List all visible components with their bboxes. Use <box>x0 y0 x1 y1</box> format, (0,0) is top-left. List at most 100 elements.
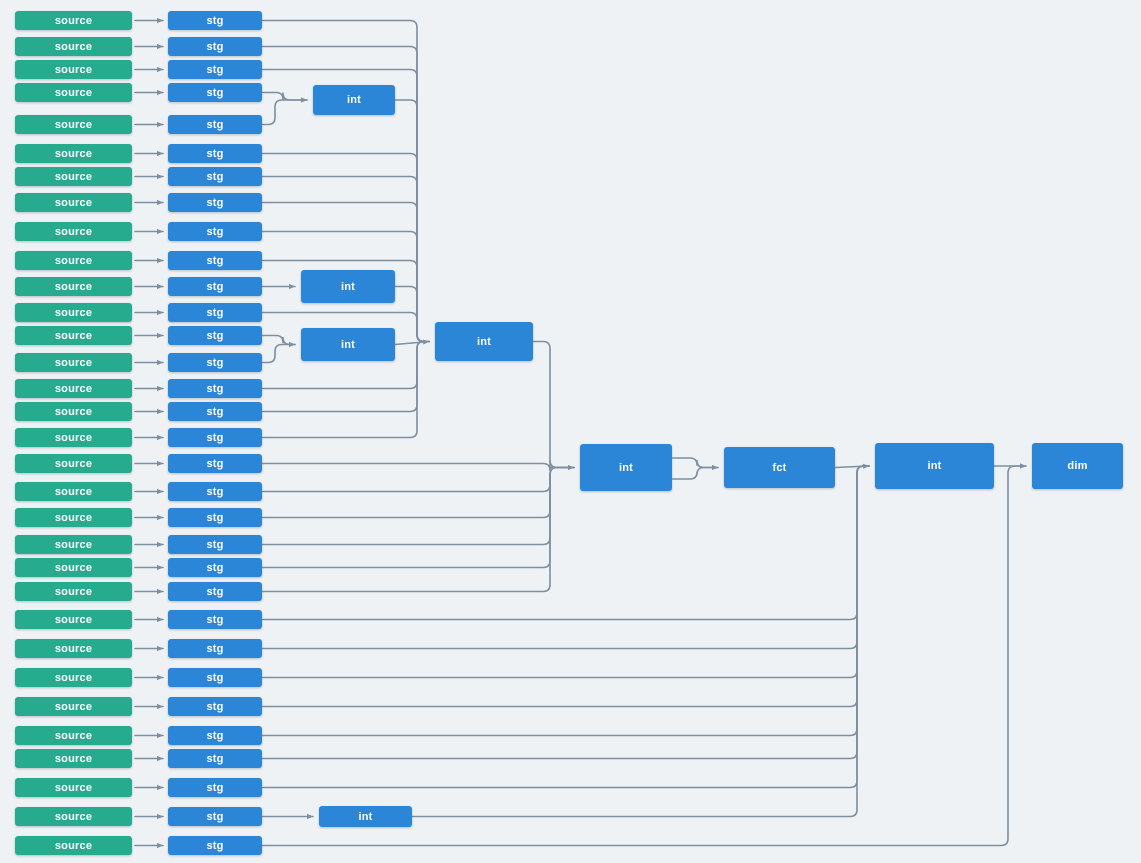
source-node[interactable]: source <box>15 428 132 447</box>
stg-node[interactable]: stg <box>168 303 262 322</box>
source-node[interactable]: source <box>15 277 132 296</box>
source-node[interactable]: source <box>15 11 132 30</box>
stg-node[interactable]: stg <box>168 749 262 768</box>
fct-node[interactable]: fct <box>724 447 835 488</box>
source-node[interactable]: source <box>15 303 132 322</box>
source-node[interactable]: source <box>15 668 132 687</box>
node-label: source <box>54 457 93 470</box>
source-node[interactable]: source <box>15 454 132 473</box>
stg-node[interactable]: stg <box>168 326 262 345</box>
node-label: stg <box>206 729 224 742</box>
dim-node[interactable]: dim <box>1032 443 1123 489</box>
stg-node[interactable]: stg <box>168 60 262 79</box>
stg-node[interactable]: stg <box>168 668 262 687</box>
node-label: stg <box>206 752 224 765</box>
int-node[interactable]: int <box>301 328 395 361</box>
node-label: stg <box>206 170 224 183</box>
source-node[interactable]: source <box>15 144 132 163</box>
source-node[interactable]: source <box>15 610 132 629</box>
stg-node[interactable]: stg <box>168 639 262 658</box>
node-label: stg <box>206 14 224 27</box>
node-label: source <box>54 561 93 574</box>
int-node[interactable]: int <box>580 444 672 491</box>
node-label: source <box>54 306 93 319</box>
node-label: source <box>54 671 93 684</box>
stg-node[interactable]: stg <box>168 353 262 372</box>
source-node[interactable]: source <box>15 558 132 577</box>
node-label: stg <box>206 40 224 53</box>
node-label: stg <box>206 306 224 319</box>
source-node[interactable]: source <box>15 379 132 398</box>
node-label: stg <box>206 642 224 655</box>
source-node[interactable]: source <box>15 482 132 501</box>
source-node[interactable]: source <box>15 222 132 241</box>
node-label: stg <box>206 118 224 131</box>
node-label: source <box>54 147 93 160</box>
stg-node[interactable]: stg <box>168 379 262 398</box>
node-label: int <box>340 280 356 293</box>
node-label: stg <box>206 839 224 852</box>
source-node[interactable]: source <box>15 508 132 527</box>
stg-node[interactable]: stg <box>168 428 262 447</box>
source-node[interactable]: source <box>15 582 132 601</box>
source-node[interactable]: source <box>15 353 132 372</box>
stg-node[interactable]: stg <box>168 558 262 577</box>
stg-node[interactable]: stg <box>168 83 262 102</box>
stg-node[interactable]: stg <box>168 535 262 554</box>
int-node[interactable]: int <box>435 322 533 361</box>
stg-node[interactable]: stg <box>168 482 262 501</box>
node-label: stg <box>206 585 224 598</box>
source-node[interactable]: source <box>15 726 132 745</box>
node-label: stg <box>206 485 224 498</box>
source-node[interactable]: source <box>15 807 132 826</box>
source-node[interactable]: source <box>15 697 132 716</box>
node-label: stg <box>206 457 224 470</box>
source-node[interactable]: source <box>15 193 132 212</box>
int-node[interactable]: int <box>875 443 994 489</box>
source-node[interactable]: source <box>15 535 132 554</box>
stg-node[interactable]: stg <box>168 11 262 30</box>
stg-node[interactable]: stg <box>168 144 262 163</box>
node-label: source <box>54 280 93 293</box>
stg-node[interactable]: stg <box>168 610 262 629</box>
stg-node[interactable]: stg <box>168 508 262 527</box>
source-node[interactable]: source <box>15 251 132 270</box>
source-node[interactable]: source <box>15 167 132 186</box>
int-node[interactable]: int <box>313 85 395 115</box>
int-node[interactable]: int <box>301 270 395 303</box>
source-node[interactable]: source <box>15 402 132 421</box>
stg-node[interactable]: stg <box>168 222 262 241</box>
stg-node[interactable]: stg <box>168 193 262 212</box>
source-node[interactable]: source <box>15 83 132 102</box>
node-label: int <box>346 94 362 106</box>
source-node[interactable]: source <box>15 639 132 658</box>
node-label: source <box>54 752 93 765</box>
stg-node[interactable]: stg <box>168 115 262 134</box>
node-label: stg <box>206 356 224 369</box>
stg-node[interactable]: stg <box>168 167 262 186</box>
stg-node[interactable]: stg <box>168 726 262 745</box>
int-node[interactable]: int <box>319 806 412 827</box>
node-label: stg <box>206 147 224 160</box>
source-node[interactable]: source <box>15 115 132 134</box>
node-label: stg <box>206 431 224 444</box>
node-label: source <box>54 356 93 369</box>
stg-node[interactable]: stg <box>168 402 262 421</box>
source-node[interactable]: source <box>15 326 132 345</box>
stg-node[interactable]: stg <box>168 778 262 797</box>
source-node[interactable]: source <box>15 37 132 56</box>
source-node[interactable]: source <box>15 749 132 768</box>
source-node[interactable]: source <box>15 778 132 797</box>
stg-node[interactable]: stg <box>168 454 262 473</box>
stg-node[interactable]: stg <box>168 807 262 826</box>
node-label: stg <box>206 613 224 626</box>
node-label: source <box>54 329 93 342</box>
stg-node[interactable]: stg <box>168 697 262 716</box>
stg-node[interactable]: stg <box>168 37 262 56</box>
stg-node[interactable]: stg <box>168 277 262 296</box>
stg-node[interactable]: stg <box>168 582 262 601</box>
stg-node[interactable]: stg <box>168 251 262 270</box>
stg-node[interactable]: stg <box>168 836 262 855</box>
source-node[interactable]: source <box>15 836 132 855</box>
source-node[interactable]: source <box>15 60 132 79</box>
